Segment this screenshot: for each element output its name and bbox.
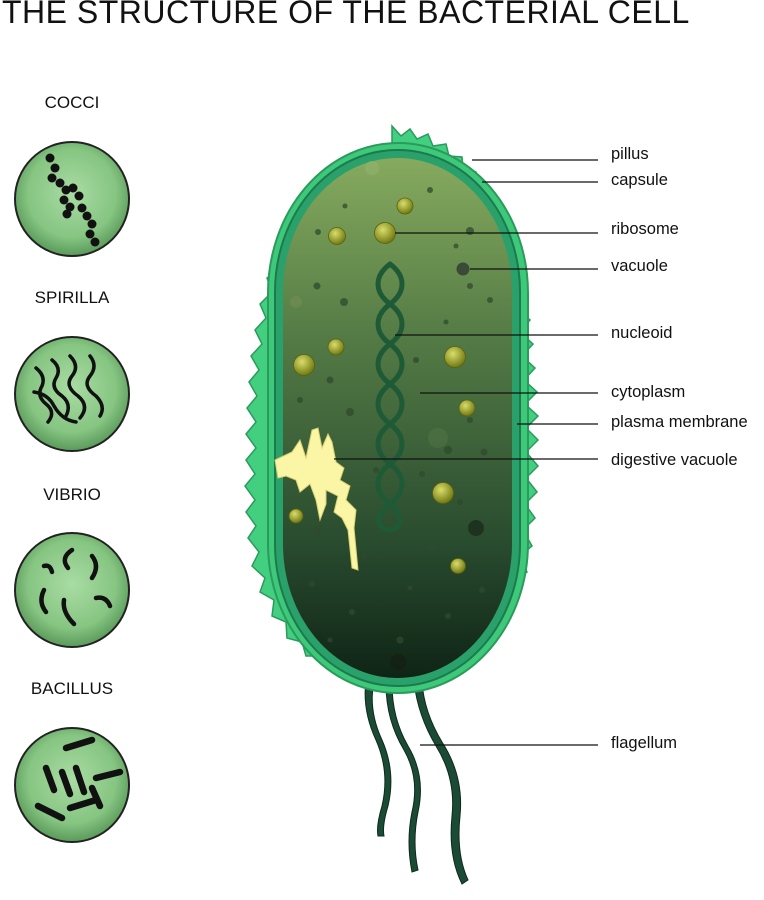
bacillus-label: BACILLUS <box>30 679 114 698</box>
ribosome-label: ribosome <box>611 220 679 238</box>
bacillus-icon <box>14 727 130 843</box>
vibrio-label: VIBRIO <box>43 485 101 504</box>
spirilla-label: SPIRILLA <box>34 288 110 307</box>
nucleoid <box>375 261 405 533</box>
cocci-icon <box>14 141 130 257</box>
pillus-label: pillus <box>611 145 649 163</box>
diagram-title: THE STRUCTURE OF THE BACTERIAL CELL <box>2 0 690 30</box>
nucleoid-label: nucleoid <box>611 324 673 342</box>
spirilla-icon <box>14 336 130 452</box>
digestive-vacuole <box>274 427 359 571</box>
capsule-label: capsule <box>611 171 668 189</box>
callout-lines <box>334 159 598 746</box>
vacuole <box>456 262 470 276</box>
vibrio-icon <box>14 532 130 648</box>
plasma-membrane-label: plasma membrane <box>611 413 748 431</box>
ribosomes <box>288 197 476 574</box>
cocci-label: COCCI <box>44 93 100 112</box>
flagella <box>364 679 469 885</box>
flagellum-label: flagellum <box>611 734 678 752</box>
digestive-vacuole-label: digestive vacuole <box>611 451 738 469</box>
cytoplasm-label: cytoplasm <box>611 383 686 401</box>
vacuole-label: vacuole <box>611 257 668 275</box>
